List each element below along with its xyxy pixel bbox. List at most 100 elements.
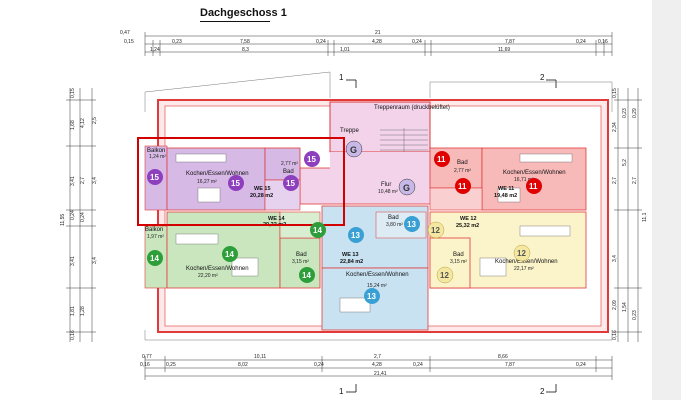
badge-12-c: 12 <box>513 244 531 262</box>
badge-15-b: 15 <box>228 175 244 191</box>
room-area-bad-13: 3,80 m² <box>386 222 403 228</box>
badge-12-a-text: 12 <box>431 226 440 235</box>
badge-14-b: 14 <box>222 246 238 262</box>
left-dim-6: 3,4 <box>92 177 98 184</box>
section-label-top-1: 1 <box>339 73 344 82</box>
right-dim-7: 3,4 <box>612 255 618 262</box>
badge-13-c-text: 13 <box>367 292 376 301</box>
we11-kitchen-counter <box>519 153 573 163</box>
we14-sofa <box>175 233 219 245</box>
unit-area-we13: 22,84 m2 <box>340 259 363 265</box>
unit-name-we11: WE 11 <box>498 186 514 192</box>
room-label-treppenraum: Treppenraum (druckbelüftet) <box>374 105 450 111</box>
badge-11-c-text: 11 <box>529 182 538 191</box>
room-area-kochen-13: 15,24 m² <box>367 283 387 289</box>
stair-core <box>329 101 431 153</box>
badge-13-b: 13 <box>404 216 420 232</box>
left-dim-10: 1,28 <box>80 306 86 316</box>
top-dim-12: 8,3 <box>242 47 249 53</box>
right-dim-5: 2,7 <box>612 177 618 184</box>
unit-name-we13: WE 13 <box>342 252 359 258</box>
room-area-kochen-11: 16,71 m² <box>514 177 534 183</box>
top-dim-7: 0,24 <box>412 39 422 45</box>
room-label-kochen-11: Kochen/Essen/Wohnen <box>503 170 566 176</box>
bottom-dim-3: 8,66 <box>498 354 508 360</box>
bottom-dim-10: 7,87 <box>505 362 515 368</box>
bottom-dim-8: 4,28 <box>372 362 382 368</box>
badge-13-a-text: 13 <box>351 231 360 240</box>
badge-13-c: 13 <box>364 288 380 304</box>
section-label-top-2: 2 <box>540 73 545 82</box>
badge-12-a: 12 <box>427 221 445 239</box>
room-label-kochen-15: Kochen/Essen/Wohnen <box>186 171 249 177</box>
room-label-flur: Flur <box>381 182 391 188</box>
badge-14-c: 14 <box>310 222 326 238</box>
unit-area-we11: 19,48 m2 <box>494 193 517 199</box>
right-dim-11: 0,23 <box>632 310 638 320</box>
we13-table <box>339 297 371 313</box>
badge-11-a: 11 <box>434 151 450 167</box>
unit-area-we12: 25,32 m2 <box>456 223 479 229</box>
section-mark-top-2 <box>546 79 557 88</box>
top-dim-4: 7,58 <box>240 39 250 45</box>
badge-11-c: 11 <box>526 178 542 194</box>
right-dim-4: 5,2 <box>622 159 628 166</box>
badge-13-a: 13 <box>348 227 364 243</box>
room-area-flur: 10,48 m² <box>378 189 398 195</box>
room-area-kochen-12: 22,17 m² <box>514 266 534 272</box>
we12-table <box>479 257 507 277</box>
section-mark-bottom-1 <box>346 384 357 393</box>
left-dim-8: 3,41 <box>70 256 76 266</box>
top-dim-9: 0,24 <box>576 39 586 45</box>
top-dim-14: 11,69 <box>498 47 510 53</box>
left-dimension-labels: 0,15 1,68 4,12 0,24 3,41 2,7 3,4 0,24 3,… <box>60 88 98 340</box>
left-dimension-chain <box>66 88 96 342</box>
room-label-balkon-15: Balkon <box>147 148 165 154</box>
badge-15-d-text: 15 <box>307 155 316 164</box>
we11-entry <box>429 187 483 211</box>
right-dimension-labels: 0,15 2,34 0,23 0,29 5,2 2,7 2,7 3,4 11,1… <box>612 88 648 340</box>
top-dimension-chain <box>144 32 613 56</box>
badge-15-d: 15 <box>304 151 320 167</box>
we12-sofa <box>519 225 571 237</box>
room-label-treppe: Treppe <box>340 128 359 134</box>
highlight-box-we15 <box>137 137 345 226</box>
top-dim-8: 7,87 <box>505 39 515 45</box>
room-area-bad-15: 2,77 m² <box>281 161 298 167</box>
corridor-area <box>299 167 441 205</box>
badge-12-b-text: 12 <box>440 271 449 280</box>
unit-we12 <box>429 211 587 289</box>
badge-g-stair: G <box>345 140 363 158</box>
right-dim-3: 0,29 <box>632 108 638 118</box>
badge-g-flur: G <box>398 178 416 196</box>
room-area-balkon-15: 1,24 m² <box>149 154 166 160</box>
right-sidebar-panel <box>652 0 681 400</box>
room-label-kochen-12: Kochen/Essen/Wohnen <box>495 259 558 265</box>
room-label-kochen-13: Kochen/Essen/Wohnen <box>346 272 409 278</box>
badge-15-a-text: 15 <box>150 173 159 182</box>
left-dim-13: 2,5 <box>92 117 98 124</box>
right-dim-10: 1,54 <box>622 302 628 312</box>
left-dim-4: 3,41 <box>70 176 76 186</box>
section-mark-top-1 <box>346 79 357 88</box>
bottom-dim-0: 0,77 <box>142 354 152 360</box>
room-label-bad-13: Bad <box>388 215 399 221</box>
top-dim-6: 4,28 <box>372 39 382 45</box>
bottom-dim-2: 2,7 <box>374 354 381 360</box>
right-dim-12: 0,16 <box>612 330 618 340</box>
section-label-bottom-1: 1 <box>339 387 344 396</box>
right-dim-0: 0,15 <box>612 88 618 98</box>
bottom-dim-4: 0,16 <box>140 362 150 368</box>
left-dim-7: 0,24 <box>80 212 86 222</box>
badge-15-b-text: 15 <box>231 179 240 188</box>
badge-14-c-text: 14 <box>313 226 322 235</box>
room-area-kochen-15: 16,27 m² <box>197 179 217 185</box>
title-underline <box>200 21 270 22</box>
badge-15-a: 15 <box>147 169 163 185</box>
we15-table <box>197 187 221 203</box>
badge-14-d-text: 14 <box>302 271 311 280</box>
we11-table <box>497 187 521 203</box>
badge-15-c-text: 15 <box>286 179 295 188</box>
top-dim-0: 0,47 <box>120 30 130 36</box>
